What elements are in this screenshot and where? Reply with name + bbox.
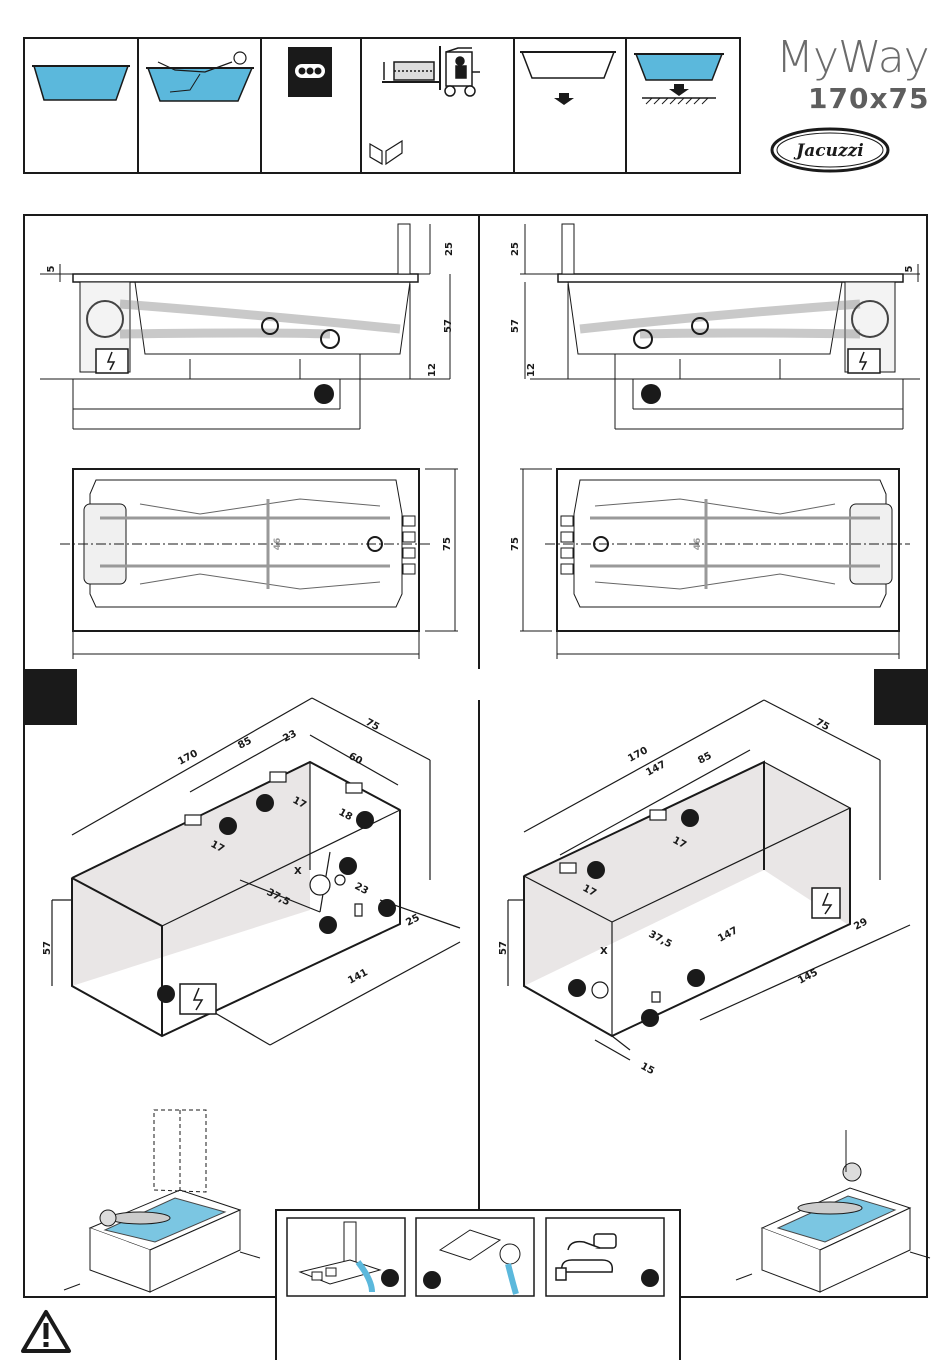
iso-right-29: 29	[852, 916, 869, 932]
right-bath-illustration	[736, 1130, 930, 1292]
dim-right-inner: 46	[693, 538, 703, 551]
dim-right-width: 75	[510, 537, 521, 551]
dim-right-top: 25	[510, 242, 521, 256]
iso-left-18: 18	[337, 807, 354, 823]
callout-dot	[423, 1271, 441, 1289]
bath-occupant-icon	[146, 52, 254, 101]
iso-left-x: X	[294, 866, 302, 877]
iso-left-23a: 23	[281, 728, 298, 744]
callout-dot	[641, 1269, 659, 1287]
logo-text: Jacuzzi	[793, 141, 864, 161]
iso-right-57: 57	[498, 941, 509, 955]
elevation-views: 25 5 57 12 25 5 57 12	[0, 214, 950, 674]
bottom-illustrations	[0, 1100, 950, 1360]
dim-left-inner: 46	[273, 538, 283, 551]
iso-left-23b: 23	[353, 881, 370, 897]
dim-left-rim: 5	[46, 265, 57, 272]
iso-left-75: 75	[364, 717, 381, 733]
iso-right-147a: 147	[644, 759, 668, 779]
iso-left-85: 85	[236, 735, 253, 751]
iso-right-x: X	[600, 946, 608, 957]
bath-fill-icon	[32, 66, 130, 100]
warning-icon	[20, 1308, 72, 1354]
iso-left-141: 141	[346, 967, 370, 987]
product-size: 170x75	[808, 82, 929, 115]
iso-right-170: 170	[626, 745, 650, 765]
right-plan	[520, 469, 910, 659]
right-elevation	[520, 224, 920, 429]
dim-left-top: 25	[444, 242, 455, 256]
dim-left-base: 12	[427, 363, 438, 377]
left-elevation	[40, 224, 450, 429]
left-bath-illustration	[64, 1110, 260, 1292]
packaging-corner-icon	[370, 141, 402, 164]
iso-left-57: 57	[42, 941, 53, 955]
bath-empty-icon	[520, 52, 616, 105]
dim-left-width: 75	[442, 537, 453, 551]
iso-right-145: 145	[796, 967, 820, 987]
callout-dot	[641, 384, 661, 404]
product-title: MyWay	[776, 32, 929, 83]
dim-right-rim: 5	[904, 265, 915, 272]
dim-left-height: 57	[443, 319, 454, 333]
bath-floor-load-icon	[634, 54, 724, 104]
dim-right-height: 57	[510, 319, 521, 333]
iso-left-170: 170	[176, 748, 200, 768]
iso-right-15: 15	[639, 1061, 656, 1077]
brand-logo: Jacuzzi	[772, 129, 888, 171]
dim-right-base: 12	[526, 363, 537, 377]
forklift-icon	[382, 46, 480, 96]
callout-dot	[381, 1269, 399, 1287]
callout-dot	[314, 384, 334, 404]
iso-right-85: 85	[696, 750, 713, 766]
left-plan	[60, 469, 458, 659]
iso-left-25: 25	[404, 912, 421, 928]
three-dots-icon	[288, 47, 332, 97]
iso-right-37-5: 37,5	[647, 929, 674, 950]
iso-right-147b: 147	[716, 925, 740, 945]
left-iso	[52, 698, 460, 1045]
iso-right-75: 75	[814, 717, 831, 733]
